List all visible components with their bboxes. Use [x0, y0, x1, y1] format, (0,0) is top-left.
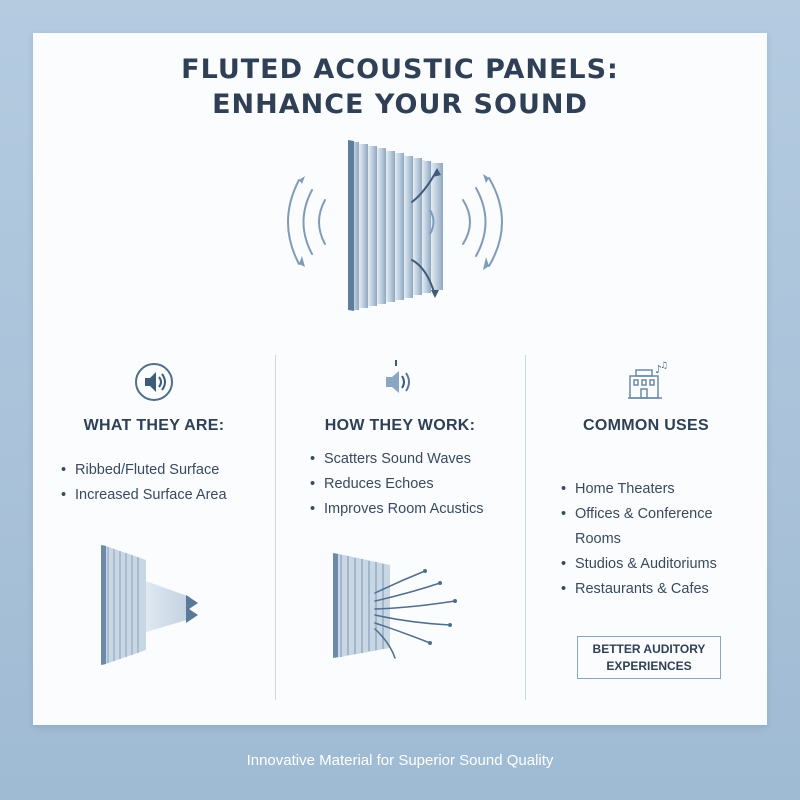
better-auditory-badge: BETTER AUDITORY EXPERIENCES	[577, 636, 721, 679]
column-heading: HOW THEY WORK:	[324, 417, 476, 434]
bullet-list: Scatters Sound Waves Reduces Echoes Impr…	[310, 447, 484, 522]
list-item: Home Theaters	[561, 477, 717, 502]
title-line-1: FLUTED ACOUSTIC PANELS:	[181, 54, 619, 85]
column-heading: WHAT THEY ARE:	[83, 417, 225, 434]
column-common-uses: ♪ ♫ COMMON USES Home Theaters Offices & …	[525, 355, 767, 700]
panel-scattering-sound-icon	[333, 553, 457, 659]
footer-tagline: Innovative Material for Superior Sound Q…	[246, 752, 554, 769]
panel-with-sound-passing-icon	[101, 545, 198, 665]
building-music-icon: ♪ ♫	[628, 361, 668, 399]
speaker-icon	[135, 363, 173, 401]
column-how-they-work: HOW THEY WORK: Scatters Sound Waves Redu…	[275, 355, 525, 700]
list-item: Studios & Auditoriums	[561, 552, 717, 577]
column-divider	[275, 355, 276, 700]
badge-line-1: BETTER AUDITORY	[592, 641, 706, 656]
svg-text:♫: ♫	[660, 361, 668, 371]
list-item: Ribbed/Fluted Surface	[61, 458, 227, 483]
page-title: FLUTED ACOUSTIC PANELS: ENHANCE YOUR SOU…	[0, 52, 800, 122]
list-item: Offices & Conference	[561, 502, 717, 527]
list-item: Improves Room Acustics	[310, 497, 484, 522]
badge-line-2: EXPERIENCES	[606, 658, 692, 673]
list-item: Reduces Echoes	[310, 472, 484, 497]
column-divider	[525, 355, 526, 700]
title-line-2: ENHANCE YOUR SOUND	[212, 89, 588, 120]
bullet-list: Home Theaters Offices & Conference Rooms…	[561, 477, 717, 602]
list-item: Rooms	[575, 531, 621, 547]
list-item: Restaurants & Cafes	[561, 577, 717, 602]
column-heading: COMMON USES	[583, 417, 709, 434]
column-what-they-are: WHAT THEY ARE: Ribbed/Fluted Surface Inc…	[33, 355, 275, 700]
fluted-panel-with-sound-waves	[287, 140, 503, 311]
bullet-list: Ribbed/Fluted Surface Increased Surface …	[61, 458, 227, 508]
list-item: Scatters Sound Waves	[310, 447, 484, 472]
svg-text:♪: ♪	[655, 363, 662, 376]
list-item: Increased Surface Area	[61, 483, 227, 508]
speaker-sound-icon	[386, 360, 410, 393]
